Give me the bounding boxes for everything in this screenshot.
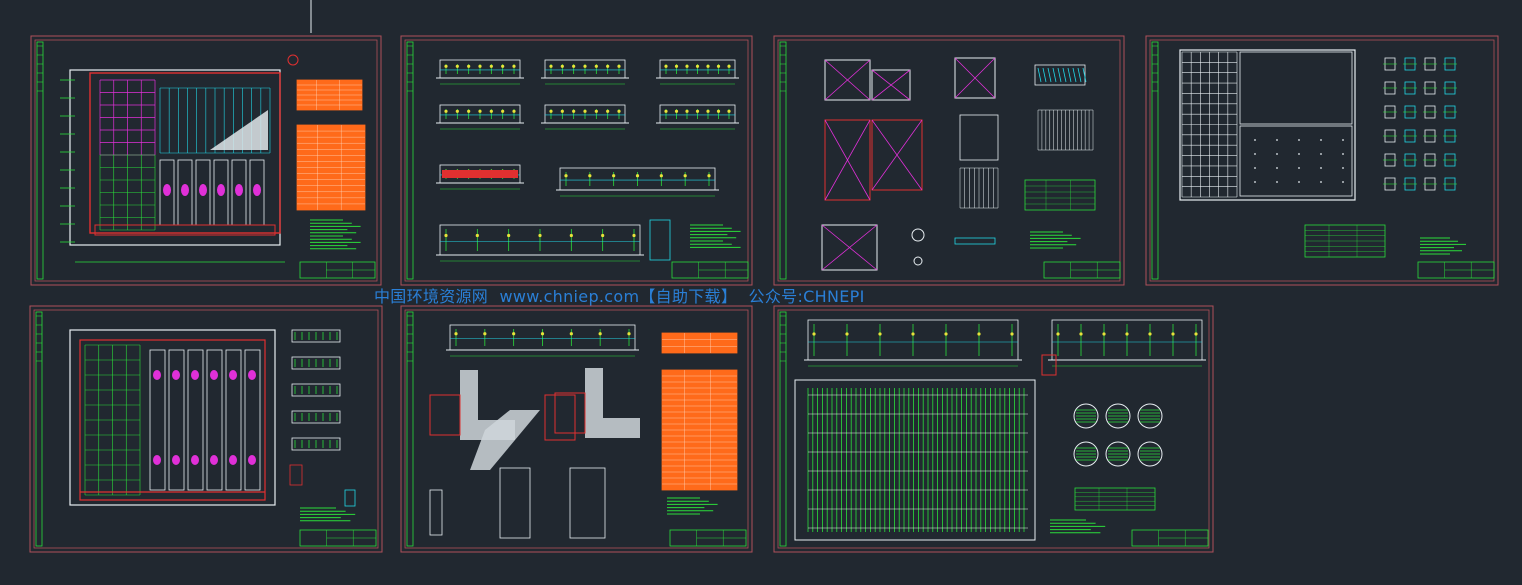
watermark-site-name: 中国环境资源网 <box>374 287 489 306</box>
watermark-account: 公众号:CHNEPI <box>748 287 865 306</box>
watermark-url: www.chniep.com【自助下载】 <box>499 287 738 306</box>
site-watermark: 中国环境资源网 www.chniep.com【自助下载】 公众号:CHNEPI <box>374 283 871 307</box>
sheet-2[interactable] <box>400 35 753 286</box>
sheet-5[interactable] <box>29 305 383 553</box>
drawing-sheets <box>29 35 1499 553</box>
sheet-7[interactable] <box>773 305 1214 553</box>
sheet-1[interactable] <box>30 35 382 286</box>
sheet-4[interactable] <box>1145 35 1499 286</box>
sheet-3[interactable] <box>773 35 1125 286</box>
sheet-6[interactable] <box>400 305 753 553</box>
